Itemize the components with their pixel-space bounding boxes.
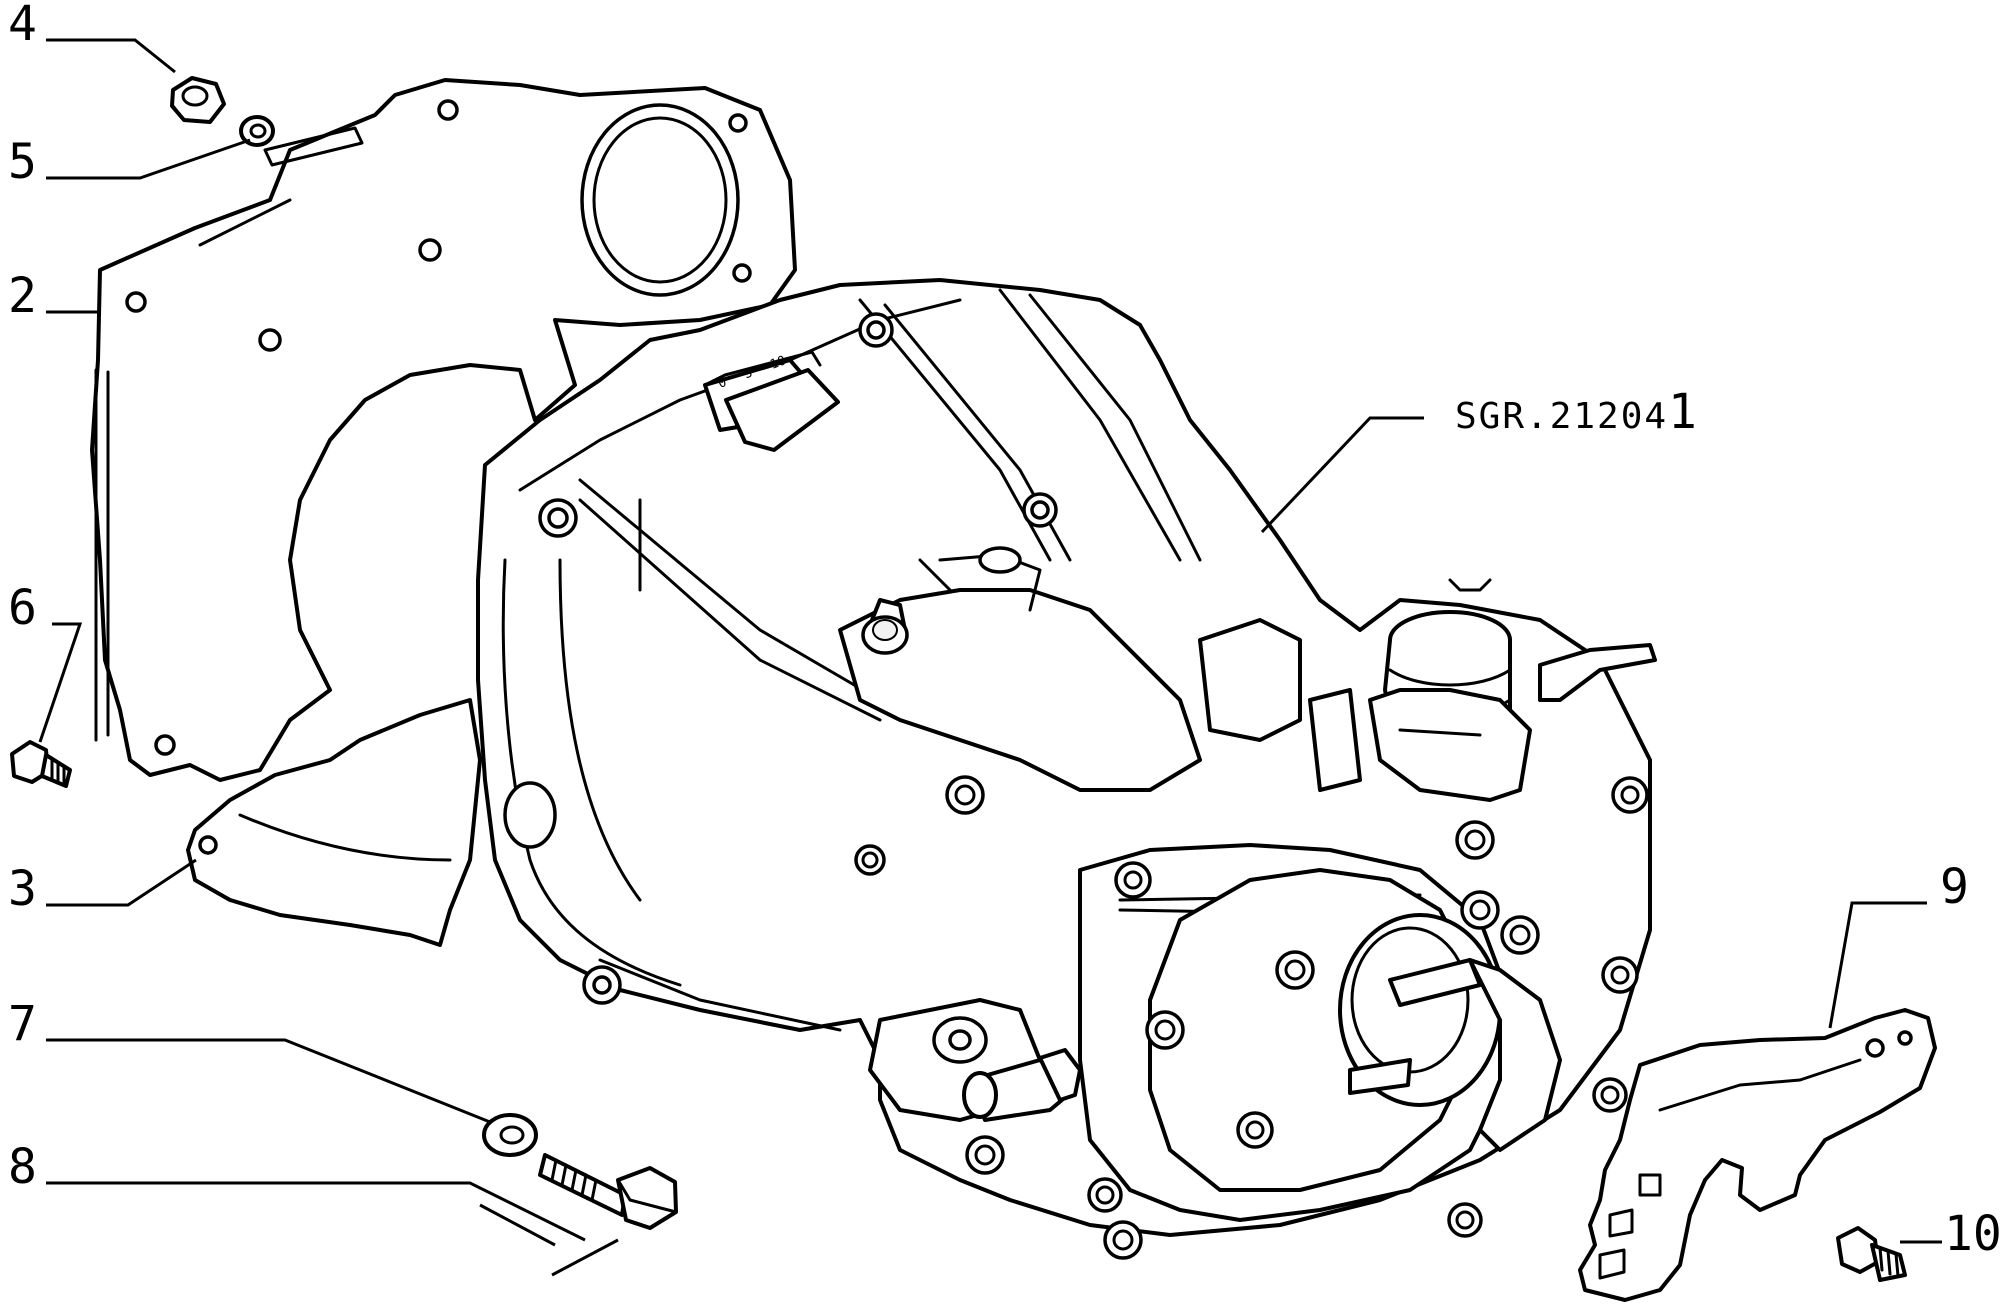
part-9-shield-bracket — [1578, 1008, 1937, 1302]
callout-2: 2 — [8, 268, 37, 324]
clutch-release-boot — [1368, 610, 1532, 802]
callout-1: 1 — [1668, 384, 1697, 440]
callout-labels: 4 5 2 6 3 7 8 SGR.21204 1 9 10 — [8, 0, 2002, 1262]
callout-5: 5 — [8, 134, 37, 190]
part-10-screw — [1836, 1226, 1907, 1282]
callout-7: 7 — [8, 996, 37, 1052]
callout-10: 10 — [1944, 1206, 2002, 1262]
svg-text:0 5 10: 0 5 10 — [716, 353, 788, 391]
callout-3: 3 — [8, 861, 37, 917]
part-6-screw — [10, 740, 72, 788]
callout-9: 9 — [1940, 859, 1969, 915]
part-7-washer — [482, 1113, 538, 1157]
scale-mark-10: 10 — [768, 353, 788, 372]
drawing-code: SGR.21204 — [1455, 396, 1668, 437]
part-1-gearbox-housing: 0 5 10 — [476, 278, 1657, 1260]
part-4-nut — [170, 76, 226, 124]
housing-bolts — [854, 775, 1649, 1260]
callout-6: 6 — [8, 580, 37, 636]
part-2-flywheel-cover-plate — [90, 78, 797, 782]
part-5-washer — [239, 115, 275, 147]
callout-4: 4 — [8, 0, 37, 52]
part-8-bolt — [538, 1153, 678, 1230]
part-3-lower-cover-plate — [186, 698, 482, 947]
leader-lines — [38, 38, 1942, 1277]
callout-8: 8 — [8, 1139, 37, 1195]
drain-fitting — [962, 1048, 1082, 1122]
